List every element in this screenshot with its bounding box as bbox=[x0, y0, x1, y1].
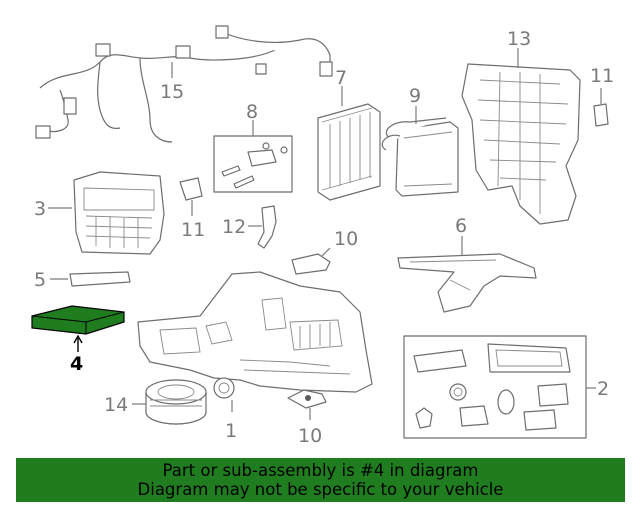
part-6-air-duct[interactable]: 6 bbox=[397, 215, 537, 313]
part-10-clip-middle[interactable]: 10 bbox=[291, 228, 358, 275]
part-2-seal-kit[interactable]: 2 bbox=[403, 335, 609, 439]
callout-13: 13 bbox=[507, 28, 531, 50]
part-10-clip-bottom[interactable]: 10 bbox=[287, 389, 327, 447]
callout-11-top: 11 bbox=[590, 65, 614, 87]
part-13-hvac-housing[interactable]: 13 bbox=[461, 28, 581, 225]
part-5-seal[interactable]: 5 bbox=[34, 269, 131, 291]
callout-4: 4 bbox=[70, 353, 83, 375]
part-3-inlet-housing[interactable]: 3 bbox=[34, 171, 165, 255]
callout-10-bottom: 10 bbox=[298, 425, 322, 447]
banner-line-2: Diagram may not be specific to your vehi… bbox=[137, 480, 504, 499]
callout-9: 9 bbox=[409, 85, 421, 107]
part-1-hvac-housing-lower[interactable]: 1 bbox=[137, 271, 373, 442]
callout-11-middle: 11 bbox=[181, 219, 205, 241]
callout-14: 14 bbox=[104, 394, 128, 416]
part-8-hardware-kit[interactable]: 8 bbox=[213, 101, 293, 193]
parts-diagram: 15 7 9 13 11 8 bbox=[31, 25, 614, 447]
callout-8: 8 bbox=[246, 101, 258, 123]
part-4-cabin-air-filter[interactable]: 4 bbox=[31, 305, 125, 375]
callout-15: 15 bbox=[160, 81, 184, 103]
part-12-actuator[interactable]: 12 bbox=[222, 205, 277, 249]
callout-12: 12 bbox=[222, 216, 246, 238]
part-7-evaporator-core[interactable]: 7 bbox=[317, 67, 381, 201]
callout-7: 7 bbox=[335, 67, 347, 89]
banner-line-1: Part or sub-assembly is #4 in diagram bbox=[162, 461, 479, 480]
callout-10-middle: 10 bbox=[334, 228, 358, 250]
callout-6: 6 bbox=[455, 215, 467, 237]
part-9-heater-core[interactable]: 9 bbox=[381, 85, 459, 197]
callout-2: 2 bbox=[597, 378, 609, 400]
part-14-blower-motor[interactable]: 14 bbox=[104, 379, 207, 425]
callout-5: 5 bbox=[34, 269, 46, 291]
callout-1: 1 bbox=[225, 420, 237, 442]
callout-3: 3 bbox=[34, 198, 46, 220]
info-banner: Part or sub-assembly is #4 in diagram Di… bbox=[16, 458, 625, 502]
part-11-sensor-left[interactable]: 11 bbox=[179, 177, 205, 241]
part-15-wiring-harness[interactable]: 15 bbox=[35, 25, 333, 143]
part-11-sensor-right[interactable]: 11 bbox=[590, 65, 614, 127]
